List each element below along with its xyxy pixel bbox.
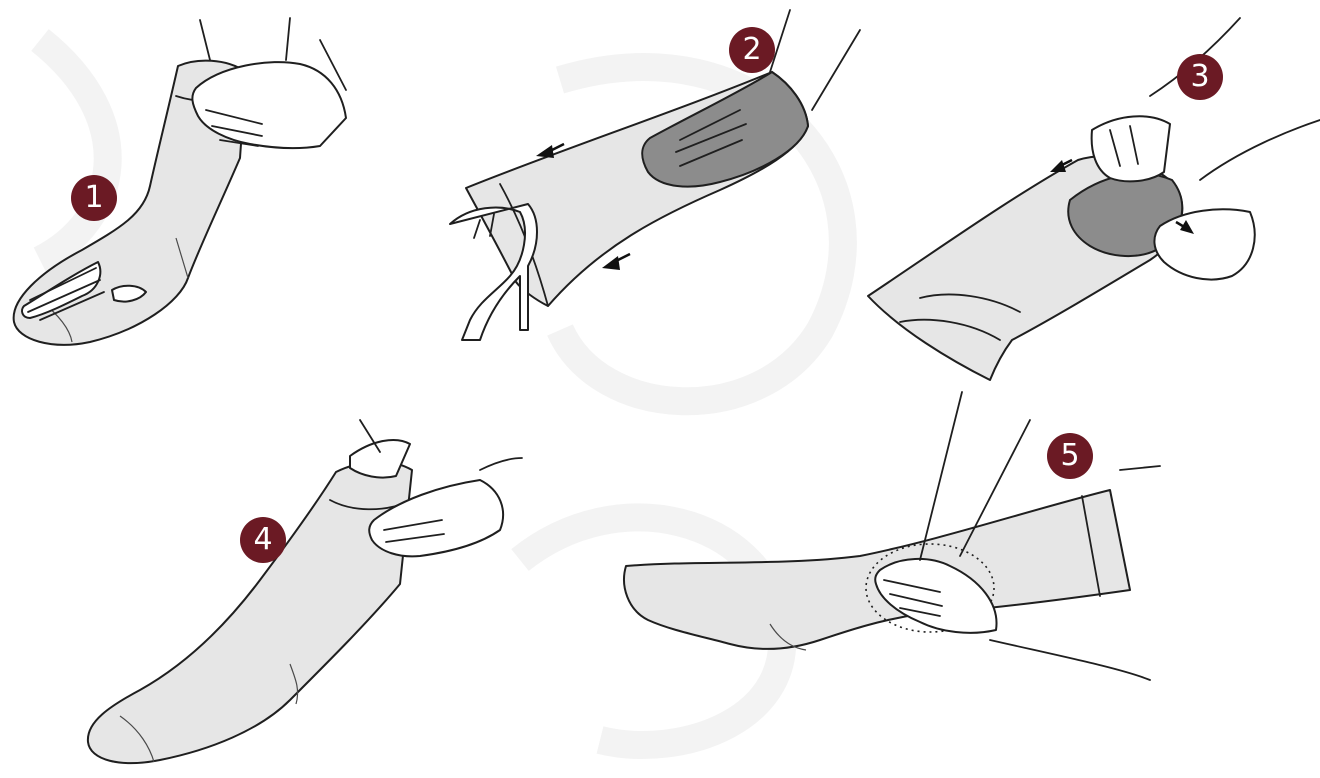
- step-4-illustration: [88, 420, 522, 763]
- step-number-badge: 5: [1047, 433, 1093, 479]
- step-number-badge: 3: [1177, 54, 1223, 100]
- step-number-badge: 2: [729, 27, 775, 73]
- step-number-badge: 4: [240, 517, 286, 563]
- step-number-badge: 1: [71, 175, 117, 221]
- step-3-illustration: [868, 18, 1320, 380]
